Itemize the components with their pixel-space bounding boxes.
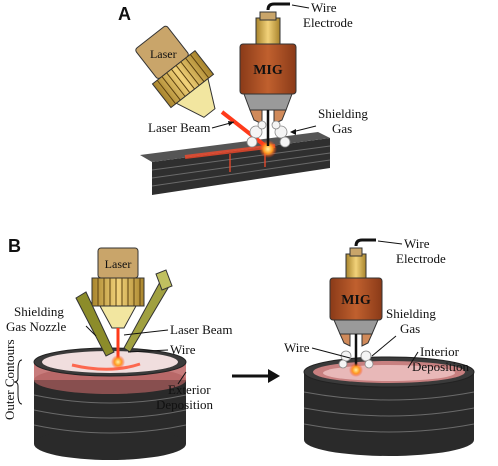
label-shielding-gas-a-2: Gas <box>332 121 352 136</box>
label-shielding-gas-b-2: Gas <box>400 321 420 336</box>
shielding-gas-cloud-b <box>338 350 374 369</box>
label-outer-contours: Outer Contours <box>2 339 17 420</box>
weld-pool-a <box>259 140 277 158</box>
laser-head-b: Laser <box>91 247 145 329</box>
panel-a: A Laser <box>118 0 368 195</box>
label-wire-electrode-a-2: Electrode <box>303 15 353 30</box>
leader-gas-nozzle <box>85 325 97 337</box>
mig-torch-a: MIG <box>239 2 297 146</box>
label-interior-deposition-1: Interior <box>420 344 460 359</box>
shielding-gas-cloud-a <box>246 120 291 148</box>
label-wire-electrode-b-2: Electrode <box>396 251 446 266</box>
weld-pool-b <box>111 355 125 369</box>
mig-label-b: MIG <box>341 293 371 308</box>
process-arrow <box>232 369 280 383</box>
panel-a-letter: A <box>118 4 131 24</box>
label-wire-electrode-b-1: Wire <box>404 236 430 251</box>
leader-wire-b-right <box>311 347 351 359</box>
leader-exterior-deposition <box>177 371 187 385</box>
label-wire-b-left: Wire <box>170 342 196 357</box>
brace-outer-contours <box>13 359 23 405</box>
label-exterior-deposition-1: Exterior <box>168 382 211 397</box>
leader-wire-b-left <box>127 349 169 353</box>
laser-head-a: Laser <box>135 25 216 118</box>
leader-interior-deposition <box>407 351 419 369</box>
leader-shielding-gas-b <box>371 335 397 357</box>
laser-beam-a <box>220 110 270 150</box>
label-interior-deposition-2: Deposition <box>412 359 470 374</box>
label-shielding-gas-b-1: Shielding <box>386 306 436 321</box>
mig-label-a: MIG <box>253 63 283 78</box>
cylinder-left <box>33 347 187 460</box>
laser-label-a: Laser <box>150 47 177 61</box>
laser-label-b: Laser <box>105 257 132 271</box>
label-laser-beam-a: Laser Beam <box>148 120 210 135</box>
label-wire-b-right: Wire <box>284 340 310 355</box>
leader-laser-beam-b <box>123 329 169 336</box>
label-shielding-gas-nozzle-2: Gas Nozzle <box>6 319 67 334</box>
mig-torch-b: MIG <box>329 238 383 368</box>
weld-pool-b-right <box>349 363 363 377</box>
leader-wire-electrode-b <box>377 240 403 245</box>
cylinder-right <box>303 356 475 456</box>
panel-b-letter: B <box>8 236 21 256</box>
gas-nozzle-b <box>75 291 115 357</box>
label-shielding-gas-nozzle-1: Shielding <box>14 304 64 319</box>
label-wire-electrode-a-1: Wire <box>311 0 337 15</box>
label-shielding-gas-a-1: Shielding <box>318 106 368 121</box>
leader-wire-electrode-a <box>291 4 310 9</box>
panel-b: B Laser <box>2 236 475 460</box>
label-laser-beam-b: Laser Beam <box>170 322 232 337</box>
label-exterior-deposition-2: Deposition <box>156 397 214 412</box>
substrate-block-a <box>140 132 331 195</box>
